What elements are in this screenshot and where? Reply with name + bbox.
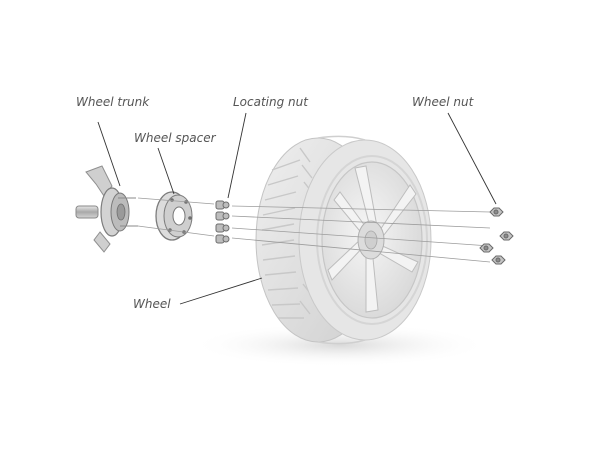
leader-line-locating-nut xyxy=(227,112,247,199)
wheel xyxy=(255,135,432,345)
wheel-spacer-bore xyxy=(172,206,186,226)
wheel-nuts xyxy=(479,207,514,265)
wheel-trunk xyxy=(75,165,138,253)
leader-line-wheel-nut xyxy=(447,112,497,205)
rim-lip xyxy=(316,155,428,325)
leader-line-wheel xyxy=(179,277,263,305)
leader-lines xyxy=(97,112,497,305)
rim-center-cap xyxy=(364,230,378,250)
label-wheel-spacer: Wheel spacer xyxy=(134,131,216,145)
wheel-spacer xyxy=(155,191,193,241)
leader-line-wheel-spacer xyxy=(157,147,175,195)
label-wheel-trunk: Wheel trunk xyxy=(76,95,150,109)
locating-nuts xyxy=(215,200,230,244)
wheel-nut xyxy=(499,231,514,241)
stud-guide-lines xyxy=(137,197,491,263)
wheel-trunk-shaft xyxy=(75,205,99,219)
tire-outline xyxy=(317,135,366,345)
locating-nut xyxy=(215,234,230,244)
label-locating-nut: Locating nut xyxy=(233,95,308,109)
wheel-nut xyxy=(491,255,506,265)
label-wheel-nut: Wheel nut xyxy=(412,95,474,109)
wheel-nut xyxy=(479,243,494,253)
locating-nut xyxy=(215,211,230,221)
label-wheel: Wheel xyxy=(133,297,171,311)
wheel-shadow xyxy=(190,323,490,367)
locating-nut xyxy=(215,200,230,210)
wheel-nut xyxy=(489,207,504,217)
leader-line-wheel-trunk xyxy=(97,121,121,187)
locating-nut xyxy=(215,223,230,233)
